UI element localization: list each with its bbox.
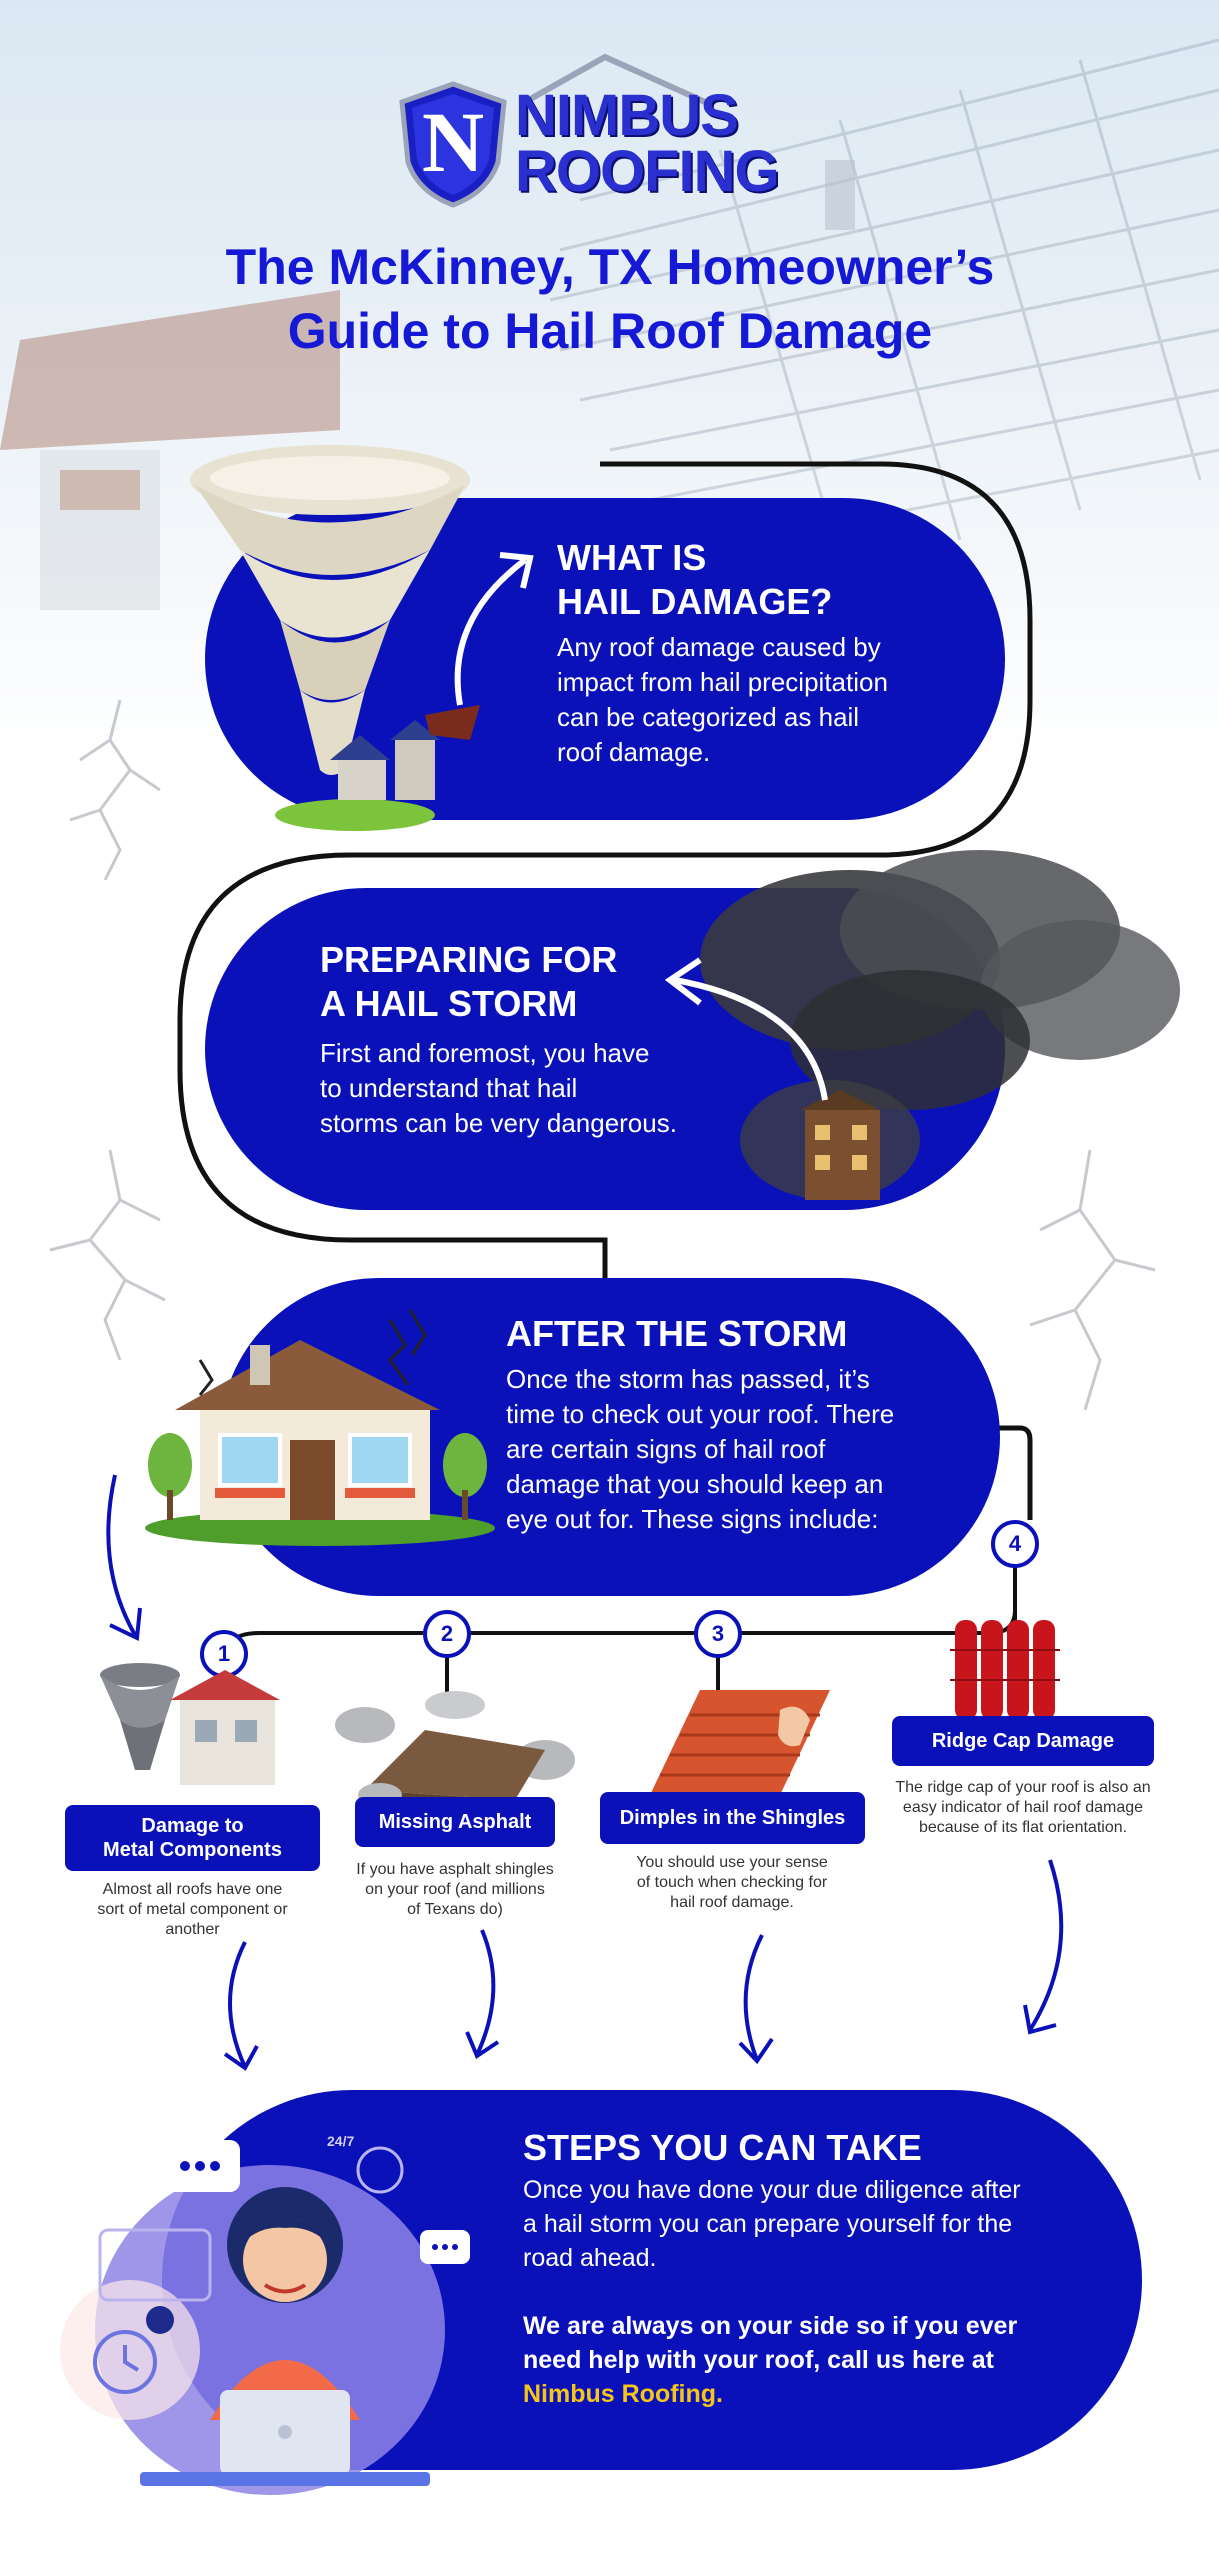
steps-heading: STEPS YOU CAN TAKE: [523, 2127, 922, 2168]
sign-desc-line: hail roof damage.: [670, 1894, 794, 1911]
sign-label-ridge-cap: Ridge Cap Damage: [892, 1716, 1154, 1766]
sign-number-badge: 4: [991, 1520, 1039, 1568]
sign-desc-missing-asphalt: If you have asphalt shingles on your roo…: [335, 1860, 575, 1920]
arrow-down-icon: [1023, 1859, 1064, 2035]
sign-desc-line: because of its flat orientation.: [918, 1819, 1128, 1836]
arrow-down-icon: [223, 1941, 259, 2071]
what-is-body: Any roof damage caused by impact from ha…: [557, 630, 977, 770]
storm-cloud-house-illustration: [700, 850, 1180, 1200]
sign-desc-line: another: [165, 1921, 220, 1938]
what-is-line: can be categorized as hail: [557, 702, 860, 732]
sign-desc-line: easy indicator of hail roof damage: [902, 1799, 1144, 1816]
crack-decoration-icon: [49, 1149, 166, 1361]
preparing-body: First and foremost, you have to understa…: [320, 1036, 720, 1141]
title-line1: The McKinney, TX Homeowner’s: [225, 239, 995, 295]
arrow-up-icon: [454, 552, 534, 706]
tornado-house-illustration: [190, 445, 480, 831]
metal-components-illustration: [100, 1663, 280, 1785]
preparing-line: to understand that hail: [320, 1073, 578, 1103]
sign-number-badge: 3: [694, 1610, 742, 1658]
sign-desc-line: You should use your sense: [636, 1854, 828, 1871]
arrow-down-icon: [106, 1474, 142, 1642]
what-is-heading-line2: HAIL DAMAGE?: [557, 581, 833, 622]
logo-line2: ROOFING: [515, 139, 780, 204]
sign-desc-metal-components: Almost all roofs have one sort of metal …: [70, 1880, 315, 1940]
preparing-line: First and foremost, you have: [320, 1038, 650, 1068]
what-is-line: roof damage.: [557, 737, 711, 767]
sign-desc-ridge-cap: The ridge cap of your roof is also an ea…: [872, 1778, 1174, 1838]
what-is-line: impact from hail precipitation: [557, 667, 888, 697]
preparing-line: storms can be very dangerous.: [320, 1108, 677, 1138]
what-is-heading-line1: WHAT IS: [557, 537, 707, 578]
sign-number-badge: 2: [423, 1610, 471, 1658]
sign-desc-dimples: You should use your sense of touch when …: [612, 1853, 852, 1913]
after-line: damage that you should keep an: [506, 1469, 884, 1499]
what-is-line: Any roof damage caused by: [557, 632, 881, 662]
logo-roof-icon: [523, 53, 707, 105]
logo-letter: N: [422, 94, 485, 190]
damaged-house-illustration: [145, 1309, 495, 1546]
after-heading: AFTER THE STORM: [506, 1313, 848, 1354]
sign-desc-line: If you have asphalt shingles: [356, 1861, 554, 1878]
clock-24-7-label: 24/7: [327, 2133, 355, 2149]
steps-line: road ahead.: [523, 2244, 657, 2272]
what-is-heading: WHAT IS HAIL DAMAGE?: [557, 536, 977, 624]
preparing-heading: PREPARING FOR A HAIL STORM: [320, 938, 720, 1026]
house-roof-illustration: [0, 290, 340, 610]
arrow-down-icon: [738, 1934, 774, 2065]
logo-wordmark: NIMBUS ROOFING: [515, 83, 780, 204]
sign-label-line: Damage to: [141, 1815, 244, 1837]
sign-label-dimples: Dimples in the Shingles: [600, 1792, 865, 1844]
steps-callout-line: We are always on your side so if you eve…: [523, 2312, 1018, 2340]
logo-line1: NIMBUS: [515, 83, 739, 148]
steps-callout: We are always on your side so if you eve…: [523, 2309, 1113, 2411]
after-line: are certain signs of hail roof: [506, 1434, 826, 1464]
sign-desc-line: Almost all roofs have one: [102, 1881, 283, 1898]
after-line: Once the storm has passed, it’s: [506, 1364, 870, 1394]
ridge-cap-illustration: [950, 1620, 1060, 1720]
shingle-dimples-illustration: [650, 1690, 830, 1795]
steps-content: STEPS YOU CAN TAKE Once you have done yo…: [523, 2125, 1113, 2411]
sign-desc-line: on your roof (and millions: [365, 1881, 545, 1898]
arrow-down-icon: [465, 1929, 500, 2060]
what-is-content: WHAT IS HAIL DAMAGE? Any roof damage cau…: [557, 536, 977, 770]
page-title: The McKinney, TX Homeowner’s Guide to Ha…: [60, 235, 1160, 363]
missing-asphalt-illustration: [335, 1691, 575, 1808]
sign-desc-line: The ridge cap of your roof is also an: [895, 1779, 1151, 1796]
logo-shield-icon: [399, 81, 507, 208]
after-line: eye out for. These signs include:: [506, 1504, 879, 1534]
brand-mention-link: Nimbus Roofing.: [523, 2380, 723, 2408]
sign-desc-line: of Texans do): [407, 1901, 503, 1918]
crack-decoration-icon: [1029, 1149, 1156, 1411]
sign-label-missing-asphalt: Missing Asphalt: [355, 1797, 555, 1847]
preparing-heading-line1: PREPARING FOR: [320, 939, 618, 980]
after-line: time to check out your roof. There: [506, 1399, 895, 1429]
arrow-curved-left-icon: [664, 957, 828, 1101]
crack-decoration-icon: [69, 699, 161, 881]
sign-label-line: Metal Components: [103, 1839, 282, 1861]
preparing-heading-line2: A HAIL STORM: [320, 983, 578, 1024]
after-body: Once the storm has passed, it’s time to …: [506, 1362, 976, 1537]
preparing-content: PREPARING FOR A HAIL STORM First and for…: [320, 938, 720, 1141]
steps-line: a hail storm you can prepare yourself fo…: [523, 2210, 1013, 2238]
steps-line: Once you have done your due diligence af…: [523, 2176, 1021, 2204]
steps-callout-line: need help with your roof, call us here a…: [523, 2346, 994, 2374]
steps-body: Once you have done your due diligence af…: [523, 2173, 1113, 2275]
sign-desc-line: sort of metal component or: [97, 1901, 288, 1918]
sign-desc-line: of touch when checking for: [636, 1874, 828, 1891]
support-agent-illustration: [60, 2140, 470, 2495]
title-line2: Guide to Hail Roof Damage: [287, 303, 933, 359]
after-content: AFTER THE STORM Once the storm has passe…: [506, 1312, 976, 1537]
